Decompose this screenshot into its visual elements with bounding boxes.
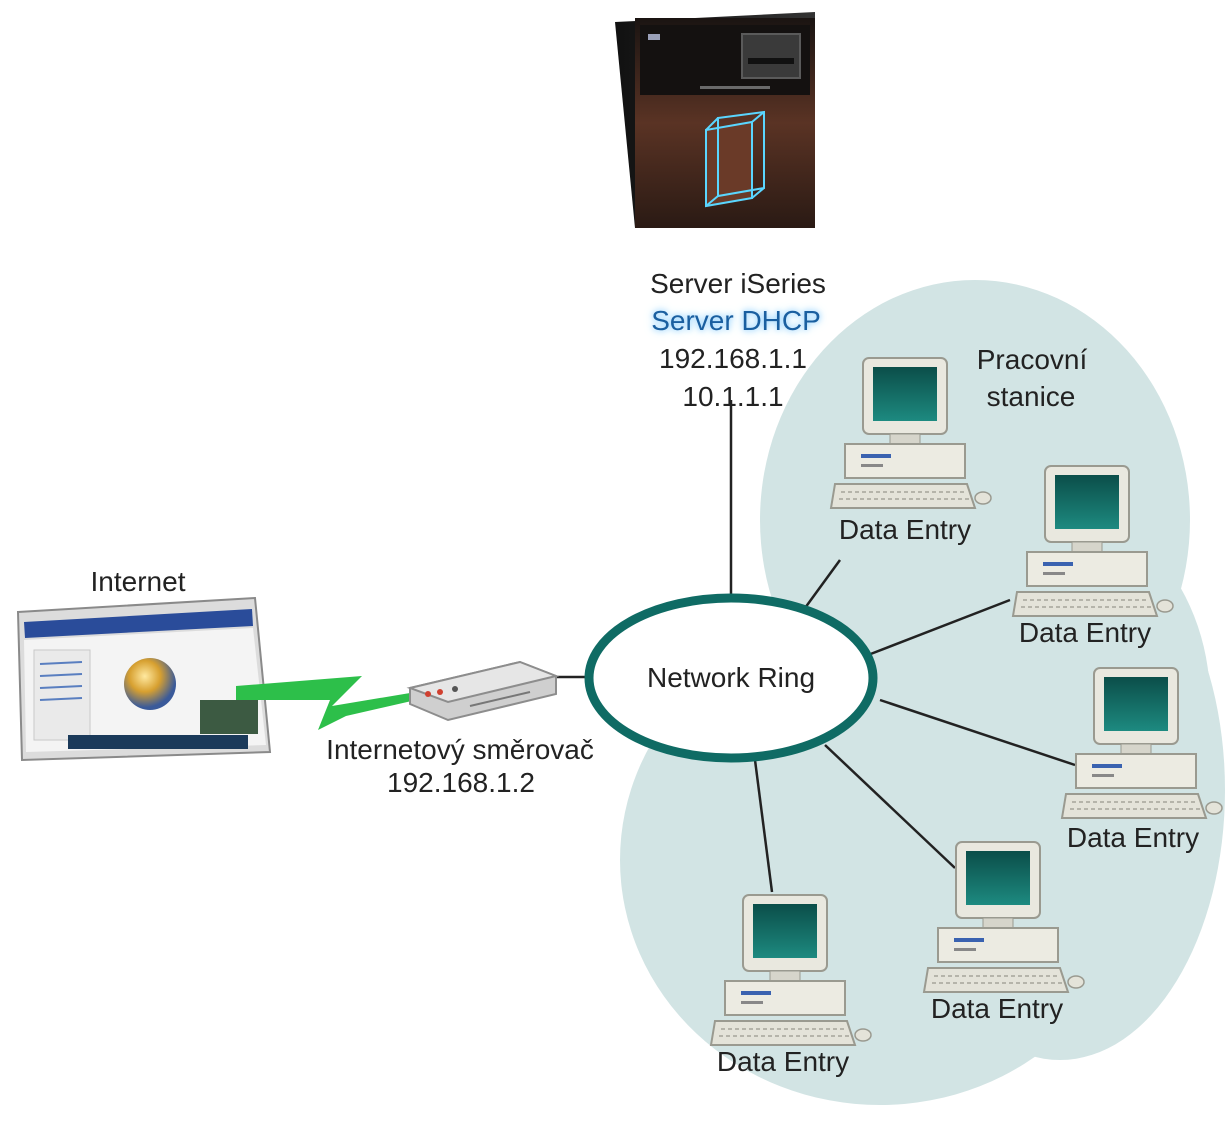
ws3-link [879,698,1076,767]
router-icon [406,660,560,722]
workstation-label: Data Entry [1018,617,1152,648]
iseries-server-icon [615,12,815,228]
network-ring [584,593,878,763]
router-ip-label: 192.168.1.2 [387,767,535,798]
network-links [556,400,1076,893]
ws1-link [803,559,842,609]
server-role-label: Server DHCP [651,305,821,336]
workstation-label: Data Entry [716,1046,850,1077]
ws5-link [753,759,774,893]
ws2-link [867,598,1011,657]
workstations-title-line1: Pracovní [976,344,1088,375]
workstation-label: Data Entry [838,514,972,545]
network-ring-label: Network Ring [646,662,816,693]
workstations-title-line2: stanice [986,381,1076,412]
internet-label: Internet [90,566,186,597]
server-ip1-label: 192.168.1.1 [659,343,807,374]
server-name-label: Server iSeries [650,268,826,299]
ws4-link [824,744,956,869]
workstation-label: Data Entry [1066,822,1200,853]
internet-browser-icon [16,596,272,762]
server-ip2-label: 10.1.1.1 [682,381,784,412]
workstation-label: Data Entry [930,993,1064,1024]
wan-link-icon [236,676,416,730]
router-name-label: Internetový směrovač [326,734,594,765]
